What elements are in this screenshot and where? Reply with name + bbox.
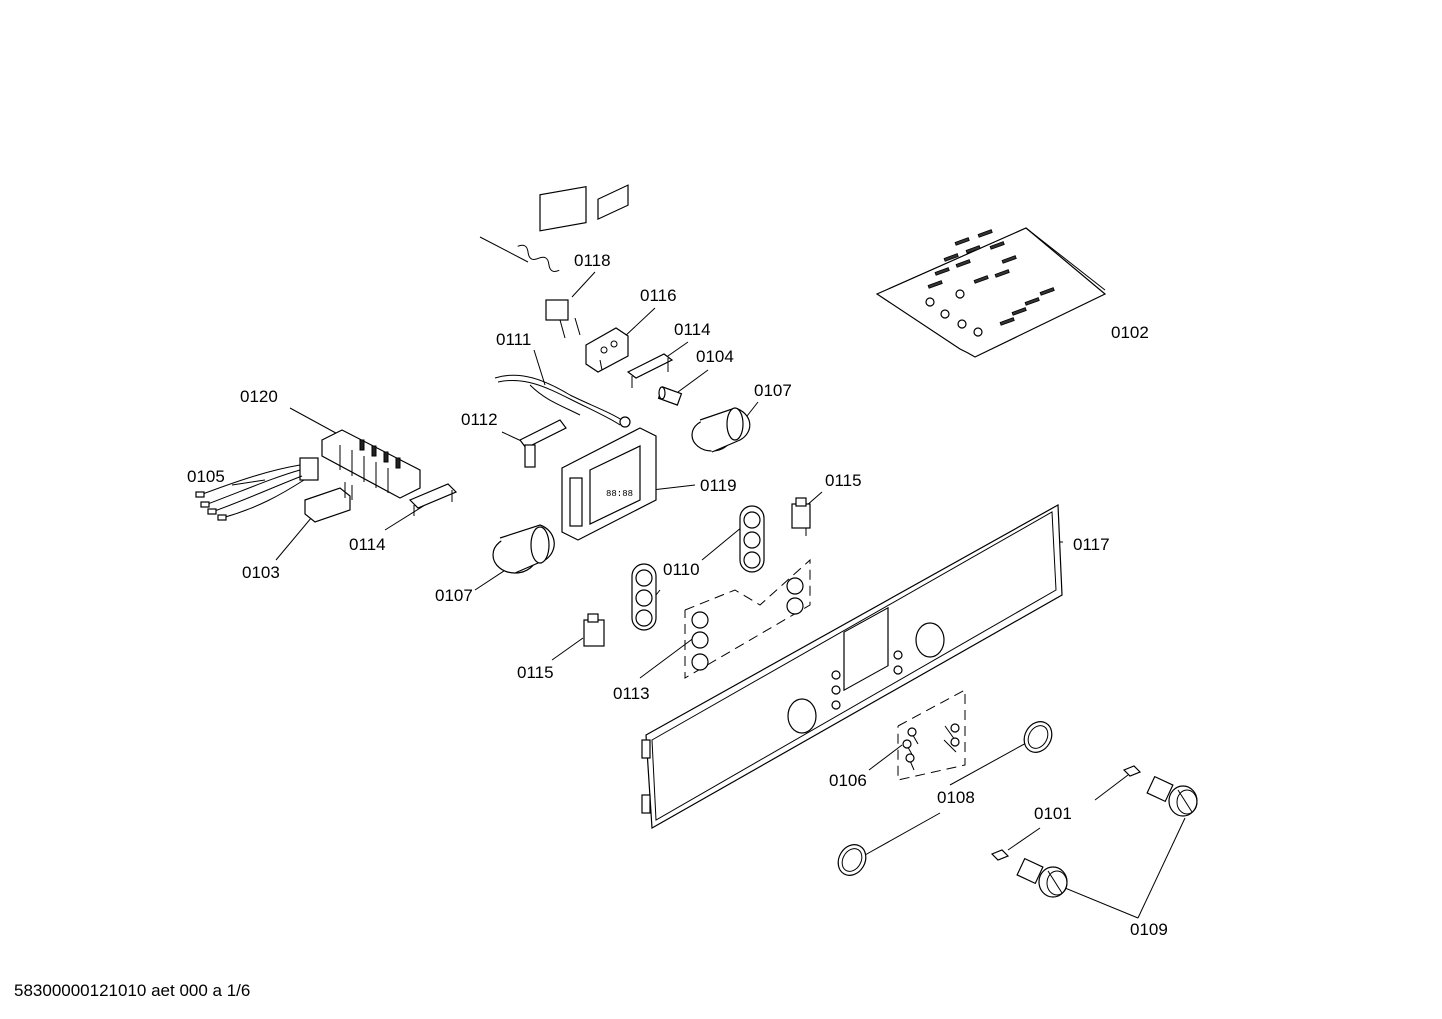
- terminal-block-part: [321, 429, 421, 499]
- label-0115-upper: 0115: [825, 471, 862, 490]
- label-0103: 0103: [242, 563, 280, 582]
- label-0107-lower: 0107: [435, 586, 473, 605]
- label-0119: 0119: [700, 476, 737, 495]
- switch-part-lower: [583, 613, 605, 647]
- label-0109: 0109: [1130, 920, 1168, 939]
- screw-bag-part: [875, 227, 1107, 358]
- label-0108: 0108: [937, 788, 975, 807]
- knob-housing-lower-part: [492, 524, 555, 574]
- label-0114-lower: 0114: [349, 535, 386, 554]
- label-0105: 0105: [187, 467, 225, 486]
- cable-set-part: [195, 457, 319, 521]
- light-guide-part-upper: [739, 505, 765, 573]
- control-panel-part: [641, 504, 1063, 829]
- screws-group-part: [897, 689, 966, 781]
- mounting-bracket-part: [304, 482, 353, 523]
- label-0102: 0102: [1111, 323, 1149, 342]
- label-0116: 0116: [640, 286, 677, 305]
- label-0111: 0111: [496, 330, 531, 349]
- label-0118: 0118: [574, 251, 611, 270]
- label-0104: 0104: [696, 347, 734, 366]
- label-0107-upper: 0107: [754, 381, 792, 400]
- label-0115-lower: 0115: [517, 663, 554, 682]
- label-0110: 0110: [663, 560, 700, 579]
- buttons-group-part: [684, 558, 811, 679]
- wiring-harness-part: [494, 374, 631, 428]
- label-0114-upper: 0114: [674, 320, 711, 339]
- light-guide-part-lower: [631, 563, 657, 631]
- svg-text:88:88: 88:88: [606, 489, 633, 499]
- label-0106: 0106: [829, 771, 867, 790]
- clip-part-lower: [408, 483, 458, 516]
- holder-part: [519, 419, 567, 468]
- bracket-part: [585, 327, 629, 373]
- knob-housing-upper-part: [691, 407, 751, 453]
- timer-module-part: 88:88: [561, 184, 657, 541]
- part-labels: 0118 0116 0114 0111 0104 0107 0120 0112 …: [187, 251, 1168, 939]
- document-id-footer: 58300000121010 aet 000 a 1/6: [14, 981, 251, 1000]
- ring-part-lower: [837, 844, 867, 876]
- label-0113: 0113: [613, 684, 650, 703]
- label-0120: 0120: [240, 387, 278, 406]
- control-knob-part-upper: [1146, 775, 1198, 817]
- switch-part-upper: [791, 497, 811, 536]
- label-0101: 0101: [1034, 804, 1072, 823]
- thermostat-part: [479, 185, 587, 339]
- spring-clip-part-lower: [990, 849, 1010, 861]
- small-cylinder-part: [657, 386, 683, 406]
- label-0112: 0112: [461, 410, 498, 429]
- control-knob-part-lower: [1016, 857, 1068, 898]
- label-0117: 0117: [1073, 535, 1110, 554]
- spring-clip-part-upper: [1122, 765, 1142, 777]
- ring-part-upper: [1023, 721, 1053, 753]
- clip-part-upper: [626, 353, 674, 388]
